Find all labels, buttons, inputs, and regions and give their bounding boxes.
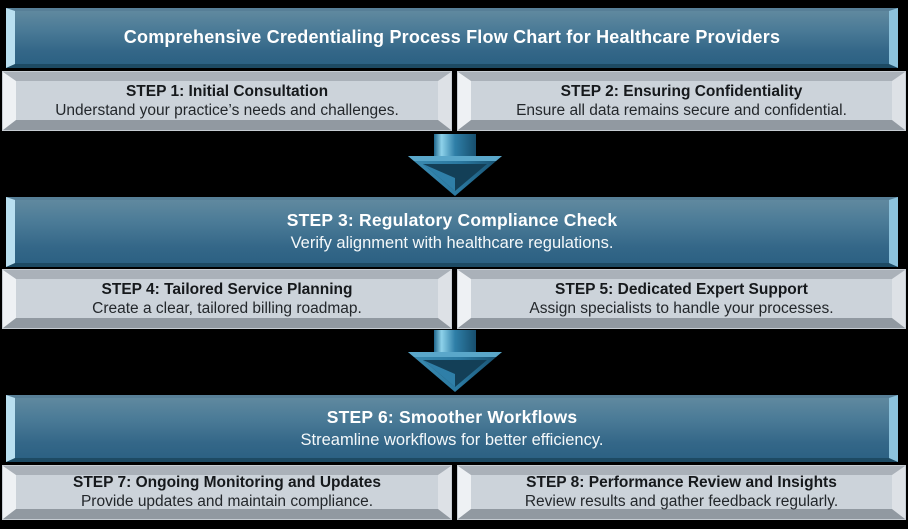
step-2-heading: STEP 2: Ensuring Confidentiality [560, 82, 803, 100]
step-7-heading: STEP 7: Ongoing Monitoring and Updates [73, 474, 381, 491]
title-banner: Comprehensive Credentialing Process Flow… [6, 8, 898, 68]
step-1-card: STEP 1: Initial Consultation Understand … [3, 72, 451, 130]
down-arrow-icon [408, 134, 502, 196]
step-6-banner: STEP 6: Smoother Workflows Streamline wo… [6, 395, 898, 462]
step-5-heading: STEP 5: Dedicated Expert Support [555, 280, 808, 298]
step-2-card: STEP 2: Ensuring Confidentiality Ensure … [458, 72, 905, 130]
step-3-subtext: Verify alignment with healthcare regulat… [290, 234, 614, 252]
step-7-card: STEP 7: Ongoing Monitoring and Updates P… [3, 466, 451, 519]
step-4-card: STEP 4: Tailored Service Planning Create… [3, 270, 451, 328]
step-3-banner: STEP 3: Regulatory Compliance Check Veri… [6, 197, 898, 267]
step-8-card: STEP 8: Performance Review and Insights … [458, 466, 905, 519]
step-7-subtext: Provide updates and maintain compliance. [80, 493, 374, 510]
step-6-heading: STEP 6: Smoother Workflows [326, 406, 578, 427]
step-4-subtext: Create a clear, tailored billing roadmap… [92, 299, 362, 317]
step-1-subtext: Understand your practice’s needs and cha… [55, 101, 399, 119]
step-6-subtext: Streamline workflows for better efficien… [300, 430, 604, 449]
step-5-card: STEP 5: Dedicated Expert Support Assign … [458, 270, 905, 328]
step-4-heading: STEP 4: Tailored Service Planning [101, 280, 353, 298]
step-8-subtext: Review results and gather feedback regul… [524, 493, 839, 510]
step-1-heading: STEP 1: Initial Consultation [125, 82, 329, 100]
down-arrow-icon [408, 330, 502, 392]
page-title: Comprehensive Credentialing Process Flow… [123, 27, 781, 47]
step-3-heading: STEP 3: Regulatory Compliance Check [286, 210, 618, 230]
step-5-subtext: Assign specialists to handle your proces… [529, 299, 834, 317]
step-8-heading: STEP 8: Performance Review and Insights [526, 474, 837, 491]
step-2-subtext: Ensure all data remains secure and confi… [516, 101, 847, 119]
